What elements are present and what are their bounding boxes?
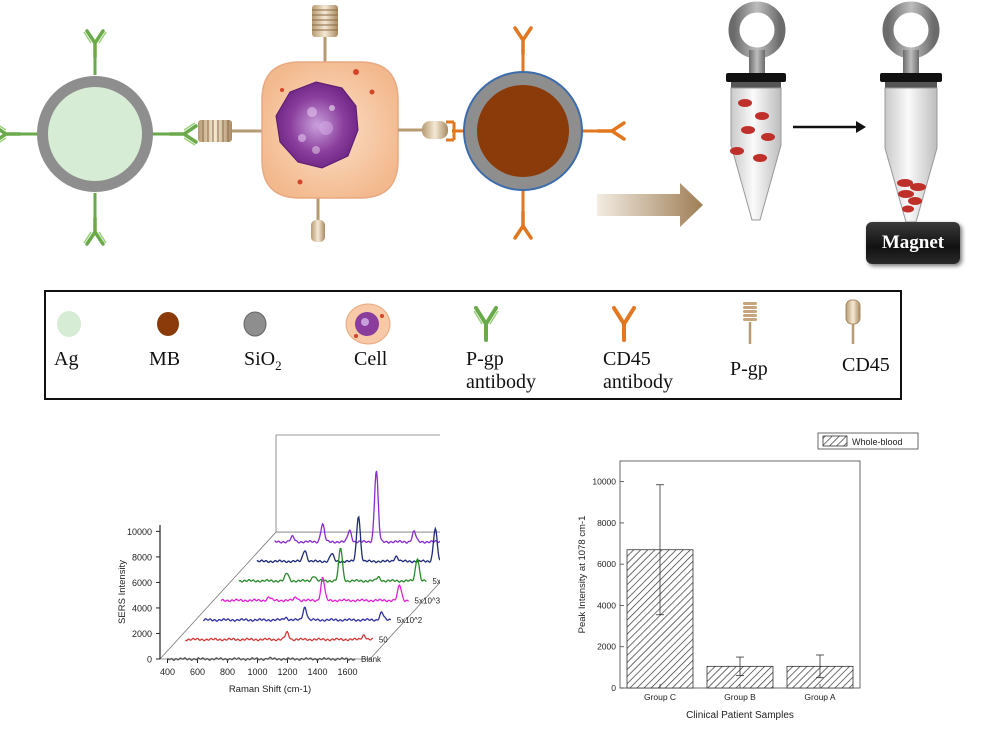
schematic-illustration [0,1,942,246]
pgp-coil-icon [743,302,757,344]
legend-label-cell: Cell [354,348,388,370]
sers-y-tick-label: 8000 [132,552,152,562]
sers-series-line [256,515,440,564]
tube-before [726,1,786,221]
sers-series-label: 50 [379,635,388,644]
bar-legend-swatch [822,435,848,447]
sers-waterfall-chart: 0 2000 4000 6000 8000 10000 400 600 800 1000 1200 1… [117,434,440,695]
cd45-probe-icon [845,299,861,344]
sers-y-tick-label: 2000 [132,629,152,639]
legend-label-cd45-antibody: CD45 antibody [603,348,673,394]
legend-label-sio2: SiO2 [244,348,282,377]
pgp-antibody-icon [473,306,499,342]
bar-y-tick-label: 8000 [597,518,616,528]
legend-label-mb: MB [149,348,181,370]
bar-x-tick-label: Group A [804,692,836,702]
sers-series-line [274,470,440,544]
legend-label-cd45: CD45 [842,354,890,376]
sers-series-label: Blank [361,655,382,664]
bar-y-tick-label: 0 [611,683,616,693]
legend-box: Ag MB SiO2 Cell P-gp antibody CD45 antib… [44,290,902,400]
sers-series-label: 5x10^4 [432,577,440,586]
sers-x-tick-label: 1200 [277,667,297,677]
sers-box-edge [369,581,440,660]
bar-x-tick-label: Group B [724,692,756,702]
pgp-coil-horizontal [198,120,262,142]
sers-series-line [203,606,392,622]
sers-series-label: 5x10^3 [415,596,440,605]
sers-series-label: 5x10^2 [397,616,423,625]
ag-sio2-particle [0,29,198,246]
sers-x-tick-label: 600 [190,667,205,677]
sers-series-line [167,656,356,662]
separation-arrow [793,121,866,133]
legend-label-ag: Ag [54,348,79,370]
mb-swatch-icon [157,312,179,336]
bar-x-axis-label: Clinical Patient Samples [686,710,794,721]
sers-x-tick-label: 1600 [337,667,357,677]
tube-after [880,1,942,223]
legend-label-pgp: P-gp [730,358,768,380]
legend-label-pgp-antibody: P-gp antibody [466,348,536,394]
cd45-antibody-line1: CD45 [603,348,651,370]
pgp-antibody-line2: antibody [466,371,536,393]
sio2-swatch-icon [243,311,267,337]
bar-y-tick-label: 6000 [597,559,616,569]
sers-series-line [184,630,374,642]
bar-x-tick-label: Group C [644,692,676,702]
bar-y-tick-label: 2000 [597,642,616,652]
sers-y-tick-label: 0 [147,655,152,665]
sers-box-edge [159,531,277,660]
bar-legend-label: Whole-blood [852,437,903,447]
cell-swatch-icon [345,303,391,345]
sio2-base: SiO [244,348,276,370]
bar-y-axis-label: Peak Intensity at 1078 cm-1 [577,516,588,634]
mb-sio2-particle [446,26,626,240]
sers-x-tick-label: 800 [220,667,235,677]
magnet: Magnet [866,222,960,264]
sers-y-tick-label: 6000 [132,578,152,588]
sers-y-tick-label: 10000 [127,527,152,537]
bar-y-tick-label: 4000 [597,600,616,610]
sers-x-tick-label: 1400 [307,667,327,677]
bar-y-tick-label: 10000 [592,477,616,487]
process-arrow [597,183,703,227]
sers-series-line [238,547,427,583]
cd45-probe-horizontal [398,121,448,139]
sers-y-tick-label: 4000 [132,603,152,613]
sers-x-tick-label: 1000 [247,667,267,677]
cell [261,5,399,242]
sers-x-tick-label: 400 [160,667,175,677]
cd45-antibody-line2: antibody [603,371,673,393]
cd45-antibody-icon [612,306,636,342]
sers-series-line [220,576,409,603]
sers-y-axis-label: SERS Intensity [117,560,128,624]
sers-x-axis-label: Raman Shift (cm-1) [229,684,311,695]
pgp-antibody-line1: P-gp [466,348,504,370]
sio2-subscript: 2 [275,358,282,373]
ag-swatch-icon [57,311,81,337]
